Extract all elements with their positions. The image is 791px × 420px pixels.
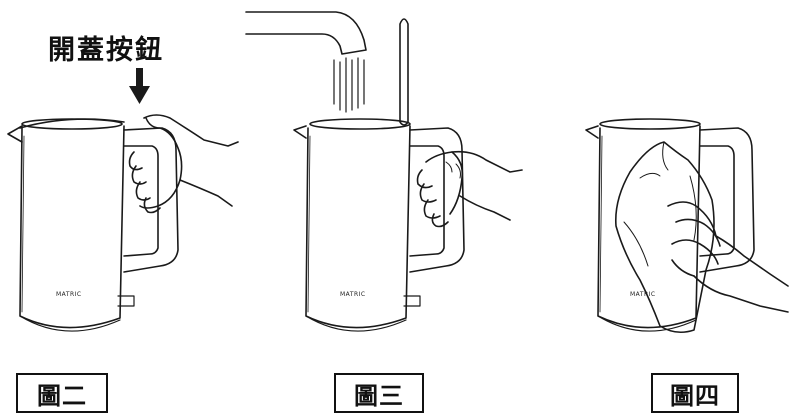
kettle-brand-text: MATRIC bbox=[340, 291, 366, 298]
kettle-brand-text: MATRIC bbox=[56, 291, 82, 298]
kettle-figure-3: MATRIC bbox=[294, 19, 464, 331]
open-lid-button-label: 開蓋按鈕 bbox=[48, 28, 164, 67]
kettle-figure-2: MATRIC bbox=[8, 119, 178, 331]
kettle-brand-text: MATRIC bbox=[630, 291, 656, 298]
water-stream-icon bbox=[334, 58, 364, 112]
hand-icon bbox=[418, 152, 523, 227]
hand-icon bbox=[668, 202, 788, 312]
kettle-figure-4: MATRIC bbox=[586, 119, 754, 331]
figure-2-caption: 圖二 bbox=[16, 373, 108, 413]
arrow-icon bbox=[129, 68, 150, 104]
figure-4-caption: 圖四 bbox=[651, 373, 739, 413]
figure-3-caption: 圖三 bbox=[334, 373, 424, 413]
faucet-icon bbox=[246, 12, 366, 54]
